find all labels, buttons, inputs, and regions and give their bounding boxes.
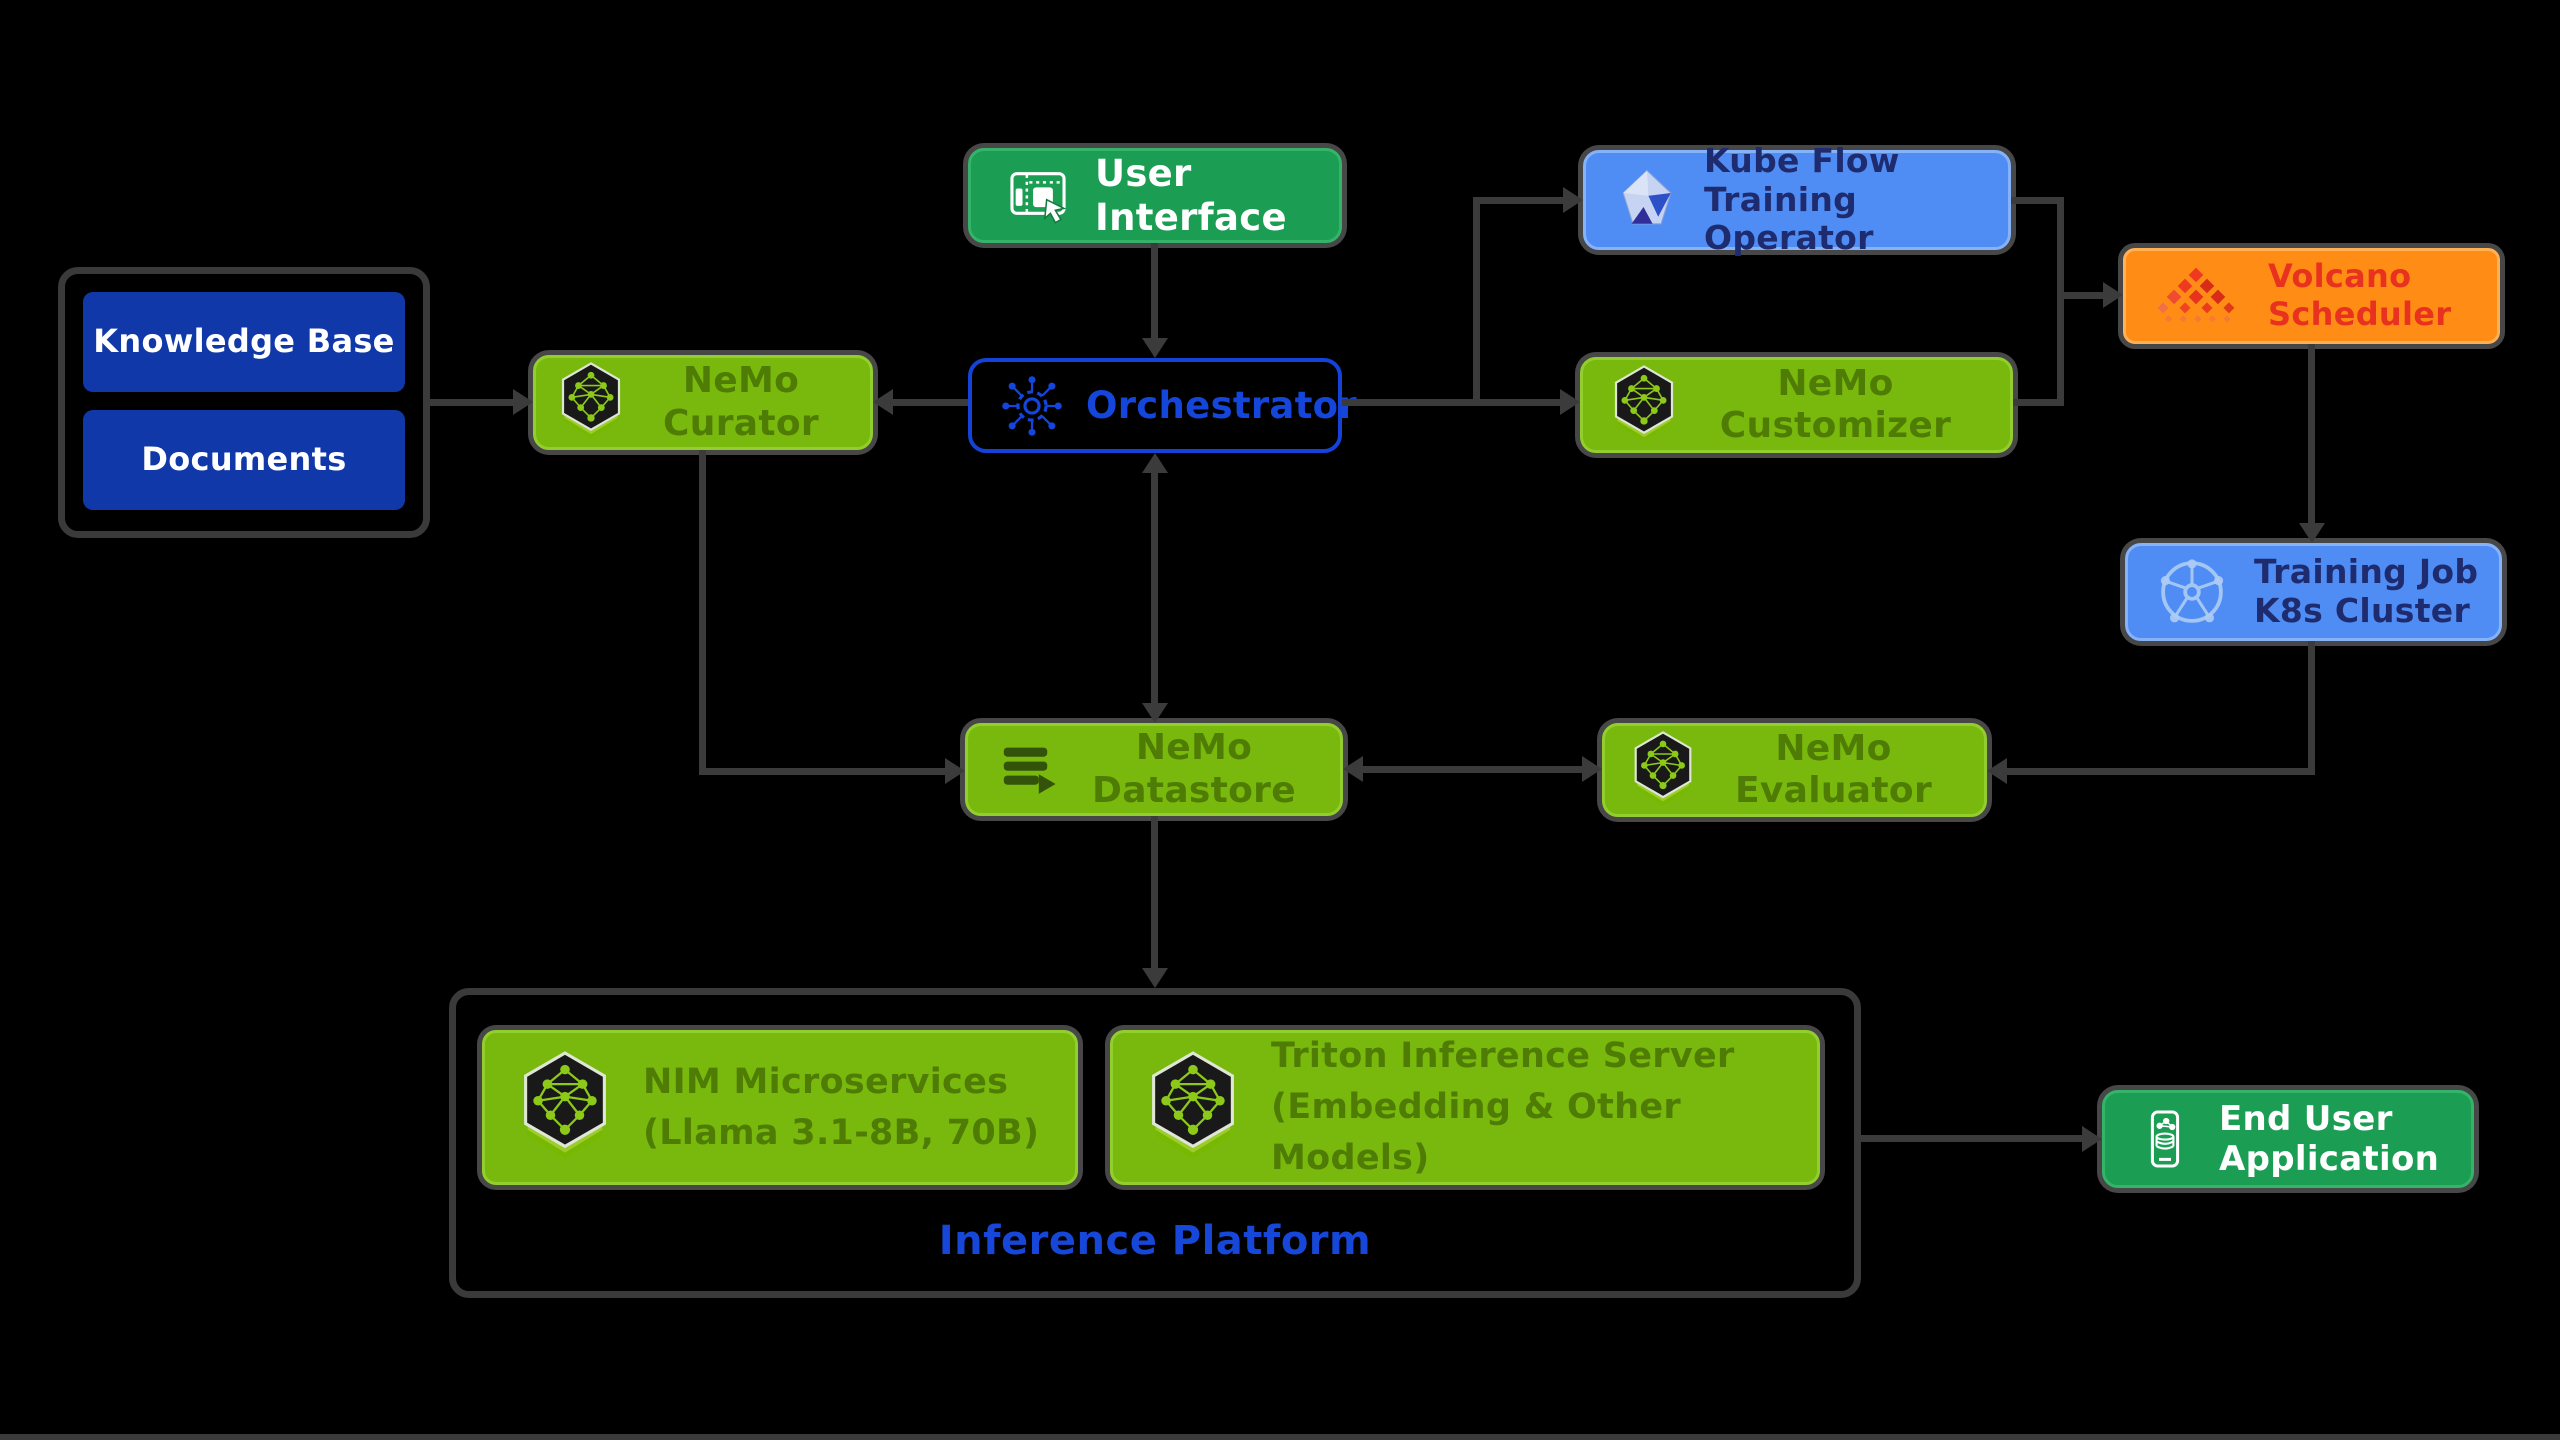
nemo-datastore-label: NeMo Datastore (1092, 727, 1296, 811)
knowledge-base-node[interactable]: Knowledge Base (83, 292, 405, 392)
user-interface-label: User Interface (1095, 151, 1287, 239)
connector-kubeflow-bracket (2011, 197, 2064, 204)
connector-volcano-trainingjob (2308, 344, 2315, 525)
orchestrator-node[interactable]: Orchestrator (968, 358, 1357, 453)
nemo-customizer-node[interactable]: NeMo Customizer (1580, 357, 2013, 453)
connector-orchestrator-customizer (1342, 399, 1562, 406)
horizontal-scrollbar[interactable] (0, 1434, 2560, 1440)
connector-branch-vertical (1473, 197, 1480, 406)
nemo-icon (1607, 365, 1681, 446)
nemo-evaluator-label: NeMo Evaluator (1734, 727, 1932, 811)
volcano-scheduler-node[interactable]: Volcano Scheduler (2123, 248, 2500, 344)
training-job-k8s-cluster-label: Training Job K8s Cluster (2254, 552, 2479, 630)
user-interface-node[interactable]: User Interface (968, 148, 1342, 243)
mobile-app-icon (2135, 1109, 2195, 1169)
arrowhead (873, 389, 893, 415)
arrowhead (1343, 756, 1363, 782)
ui-window-cursor-icon (1007, 165, 1069, 227)
arrowhead (1563, 187, 1583, 213)
kubeflow-training-operator-node[interactable]: Kube Flow Training Operator (1583, 141, 2011, 257)
end-user-application-label: End User Application (2219, 1098, 2440, 1179)
nim-microservices-node[interactable]: NIM Microservices (Llama 3.1-8B, 70B) (482, 1030, 1078, 1185)
nemo-icon (1141, 1051, 1245, 1165)
arrowhead (1142, 453, 1168, 473)
connector-trainingjob-evaluator (2005, 768, 2315, 775)
connector-orchestrator-datastore (1151, 471, 1158, 705)
connector-bracket-volcano (2057, 292, 2105, 299)
connector-datastore-inference (1151, 816, 1158, 970)
documents-label: Documents (141, 440, 347, 479)
connector-inference-enduser (1861, 1135, 2084, 1142)
nemo-datastore-node[interactable]: NeMo Datastore (965, 723, 1343, 816)
connector-curator-datastore (699, 768, 947, 775)
arrowhead (1987, 758, 2007, 784)
volcano-scheduler-label: Volcano Scheduler (2268, 257, 2452, 333)
nim-microservices-label: NIM Microservices (Llama 3.1-8B, 70B) (643, 1061, 1040, 1153)
arrowhead (2299, 523, 2325, 543)
knowledge-base-label: Knowledge Base (93, 322, 395, 361)
arrowhead (1560, 389, 1580, 415)
nemo-evaluator-node[interactable]: NeMo Evaluator (1602, 723, 1987, 817)
connector-knowledge-curator (430, 399, 515, 406)
nemo-icon (513, 1051, 617, 1165)
end-user-application-node[interactable]: End User Application (2102, 1090, 2474, 1188)
nemo-curator-node[interactable]: NeMo Curator (533, 355, 873, 450)
connector-bracket-vertical (2057, 197, 2064, 406)
arrowhead (1142, 703, 1168, 723)
orchestrator-label: Orchestrator (1086, 383, 1357, 427)
nemo-customizer-label: NeMo Customizer (1719, 362, 1952, 446)
connector-evaluator-datastore (1361, 766, 1584, 773)
arrowhead (513, 389, 533, 415)
volcano-logo-icon (2150, 264, 2242, 328)
inference-platform-label: Inference Platform (938, 1218, 1372, 1264)
connector-ui-orchestrator (1151, 243, 1158, 340)
arrowhead (1582, 756, 1602, 782)
nemo-curator-label: NeMo Curator (663, 360, 819, 444)
connector-curator-vertical (699, 450, 706, 775)
kubeflow-logo-icon (1612, 165, 1682, 235)
database-stack-icon (994, 735, 1064, 805)
triton-inference-server-label: Triton Inference Server (Embedding & Oth… (1271, 1036, 1735, 1178)
nemo-icon (554, 362, 628, 443)
connector-orchestrator-kubeflow (1473, 197, 1563, 204)
documents-node[interactable]: Documents (83, 410, 405, 510)
training-job-k8s-cluster-node[interactable]: Training Job K8s Cluster (2125, 543, 2502, 641)
arrowhead (1142, 338, 1168, 358)
triton-inference-server-node[interactable]: Triton Inference Server (Embedding & Oth… (1110, 1030, 1820, 1185)
orchestrator-gear-icon (1000, 374, 1064, 438)
connector-orchestrator-curator (891, 399, 968, 406)
arrowhead (2103, 282, 2123, 308)
k8s-cluster-icon (2154, 554, 2230, 630)
kubeflow-training-operator-label: Kube Flow Training Operator (1704, 140, 1900, 258)
connector-trainingjob-vertical (2308, 641, 2315, 775)
arrowhead (1142, 968, 1168, 988)
arrowhead (945, 758, 965, 784)
arrowhead (2082, 1126, 2102, 1152)
nemo-icon (1627, 731, 1699, 810)
connector-customizer-bracket (2013, 399, 2064, 406)
